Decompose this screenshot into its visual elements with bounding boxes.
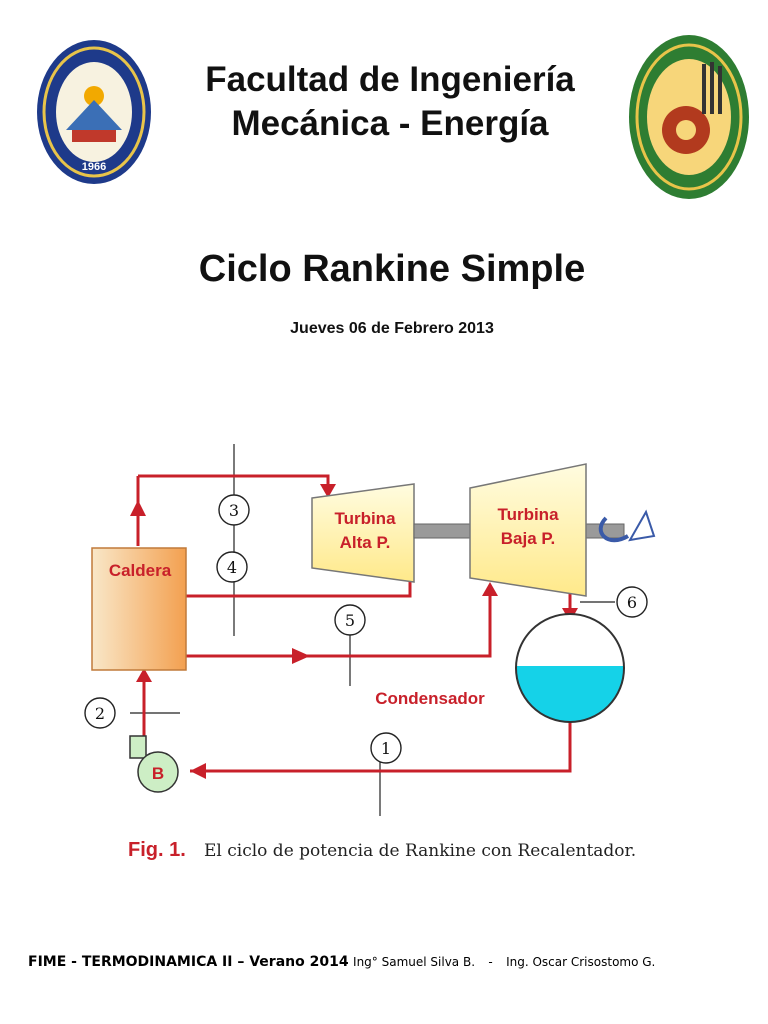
- low-pressure-turbine: [469, 463, 587, 597]
- footer-separator: -: [488, 955, 493, 969]
- lp-turbine-label-1: Turbina: [497, 505, 559, 524]
- faculty-title-line1: Facultad de Ingeniería: [205, 60, 575, 99]
- seal-year-text: 1966: [82, 161, 106, 173]
- boiler-box: [91, 547, 187, 671]
- hp-turbine-label-2: Alta P.: [340, 533, 391, 552]
- faculty-title-line2: Mecánica - Energía: [231, 104, 549, 143]
- state-3-label: 3: [229, 501, 239, 520]
- lp-turbine-label-2: Baja P.: [501, 529, 556, 548]
- state-1-label: 1: [381, 739, 391, 758]
- document-title: Ciclo Rankine Simple: [198, 248, 586, 290]
- state-6-label: 6: [627, 593, 637, 612]
- faculty-title: Facultad de Ingeniería Mecánica - Energí…: [150, 58, 630, 146]
- condenser-label: Condensador: [375, 689, 485, 708]
- faculty-gear-logo: [629, 35, 749, 199]
- state-4-label: 4: [227, 558, 237, 577]
- footer: FIME - TERMODINAMICA II – Verano 2014 In…: [28, 954, 748, 970]
- condenser-tank: [515, 613, 625, 723]
- state-2-label: 2: [95, 704, 105, 723]
- pump-label: B: [152, 764, 164, 783]
- figure-caption: El ciclo de potencia de Rankine con Reca…: [204, 841, 636, 861]
- hp-turbine-label-1: Turbina: [334, 509, 396, 528]
- figure-number: Fig. 1.: [128, 839, 186, 861]
- rankine-cycle-diagram: Caldera Turbina Alta P. Turbina Baja P. …: [84, 444, 656, 861]
- footer-teacher-1: Ing° Samuel Silva B.: [353, 955, 476, 969]
- university-seal-logo: 1966: [37, 40, 151, 184]
- pump: B: [129, 735, 179, 793]
- turbine-shaft: [413, 523, 471, 539]
- footer-teacher-2: Ing. Oscar Crisostomo G.: [506, 955, 656, 969]
- footer-course: FIME - TERMODINAMICA II – Verano 2014: [28, 954, 349, 970]
- boiler-label: Caldera: [109, 561, 172, 580]
- state-5-label: 5: [345, 611, 355, 630]
- high-pressure-turbine: [311, 483, 415, 583]
- document-date: Jueves 06 de Febrero 2013: [290, 320, 494, 337]
- rotation-arrow-icon: [598, 509, 656, 543]
